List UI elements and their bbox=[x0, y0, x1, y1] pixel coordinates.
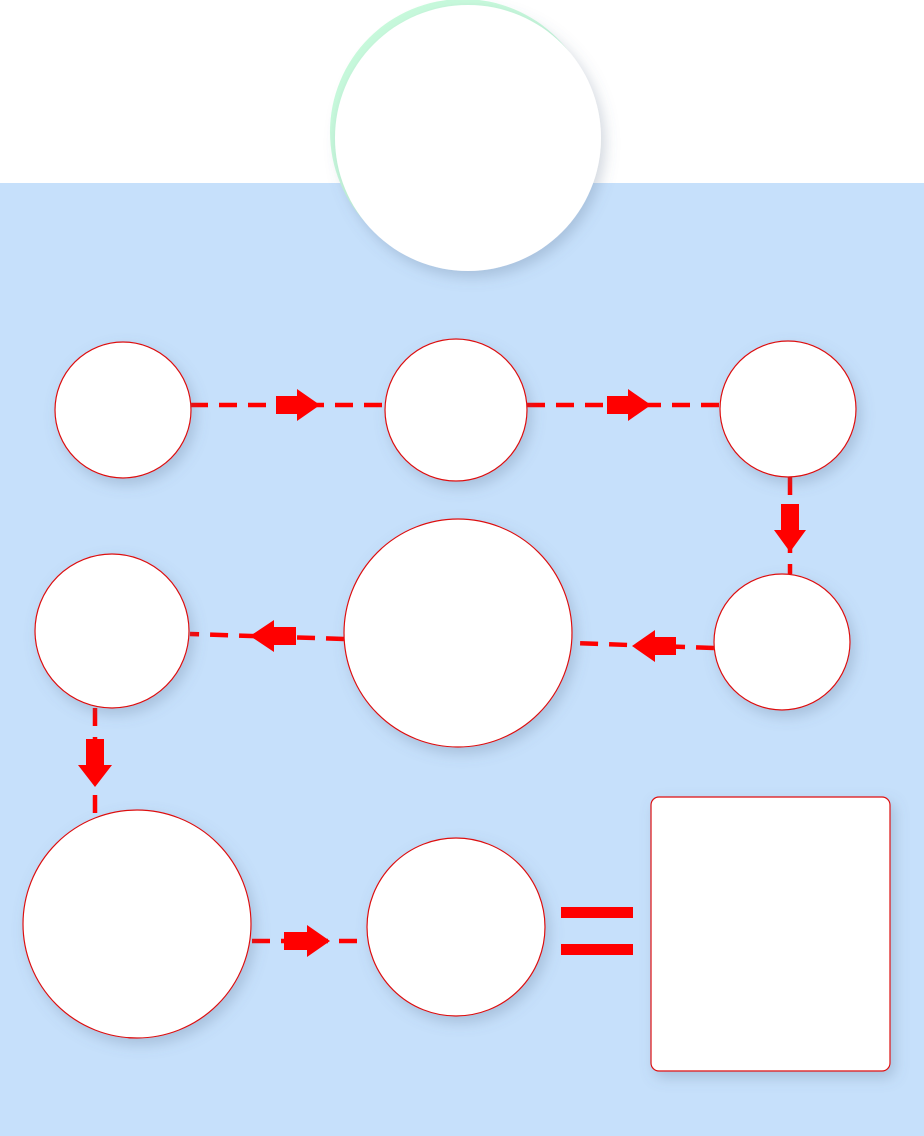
hub-circle bbox=[335, 5, 601, 271]
arrow-right-icon bbox=[276, 389, 320, 421]
arrow-right-icon bbox=[607, 389, 651, 421]
node-n8 bbox=[366, 837, 546, 1017]
node-n6 bbox=[34, 553, 190, 709]
arrow-left-icon bbox=[250, 620, 296, 652]
node-n3 bbox=[719, 340, 857, 478]
node-n7 bbox=[22, 809, 252, 1039]
node-n2 bbox=[384, 338, 528, 482]
equals-icon bbox=[561, 907, 633, 955]
hub-node bbox=[330, 0, 601, 271]
arrow-left-icon bbox=[632, 630, 676, 662]
node-n4 bbox=[713, 573, 851, 711]
connector-n5-n6 bbox=[189, 631, 345, 642]
arrow-right-icon bbox=[284, 925, 330, 957]
arrowheads bbox=[78, 389, 806, 957]
arrow-down-icon bbox=[78, 739, 112, 787]
node-n1 bbox=[54, 341, 192, 479]
arrow-down-icon bbox=[774, 504, 806, 552]
result-box bbox=[650, 796, 891, 1072]
nodes bbox=[22, 338, 891, 1072]
node-n5 bbox=[343, 518, 573, 748]
